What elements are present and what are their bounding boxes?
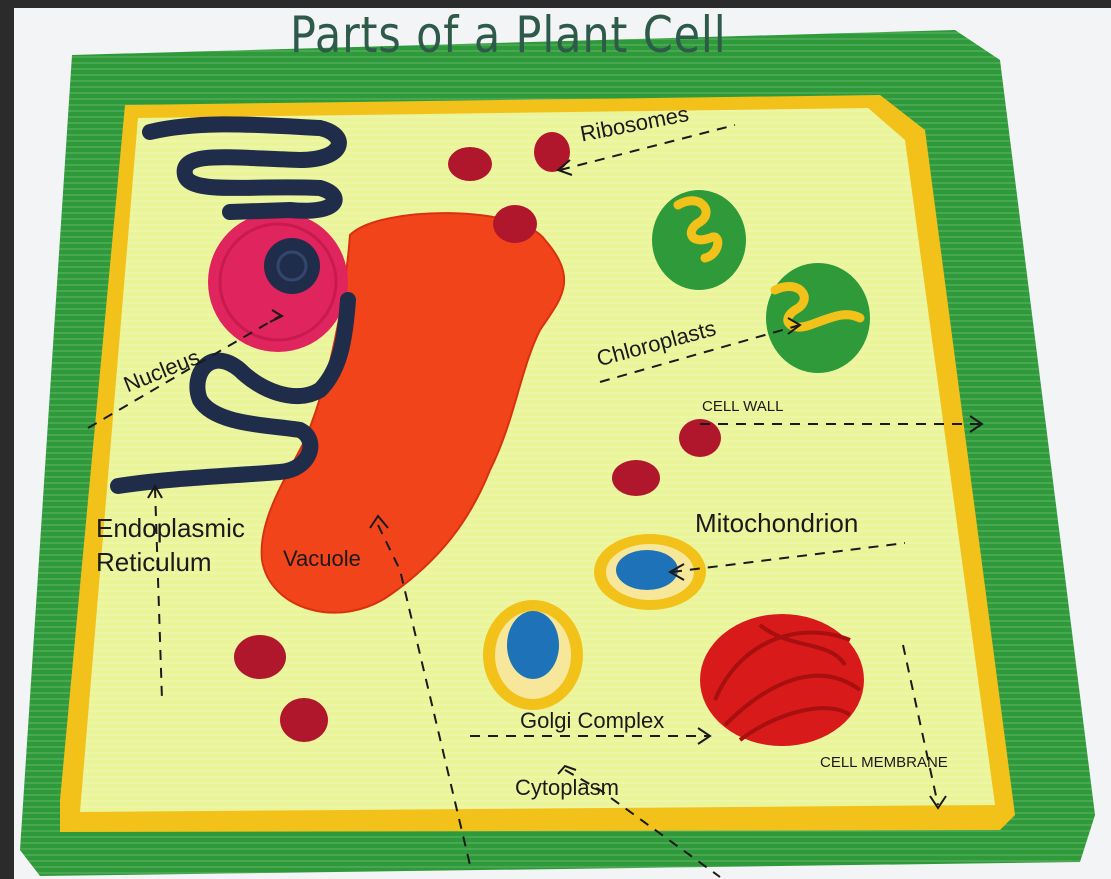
page-title: Parts of a Plant Cell <box>290 6 727 64</box>
golgi-complex <box>700 614 864 746</box>
endoplasmic-reticulum-label-line2: Reticulum <box>96 547 212 578</box>
golgi-complex-label: Golgi Complex <box>520 708 664 734</box>
cell-wall-label: CELL WALL <box>702 398 783 415</box>
endoplasmic-reticulum-label-line1: Endoplasmic <box>96 513 245 544</box>
mitochondrion-label: Mitochondrion <box>695 508 858 539</box>
vacuole-label: Vacuole <box>283 546 361 572</box>
cell-membrane-label: CELL MEMBRANE <box>820 754 948 771</box>
cytoplasm-label: Cytoplasm <box>515 775 619 801</box>
nucleolus <box>264 238 320 294</box>
